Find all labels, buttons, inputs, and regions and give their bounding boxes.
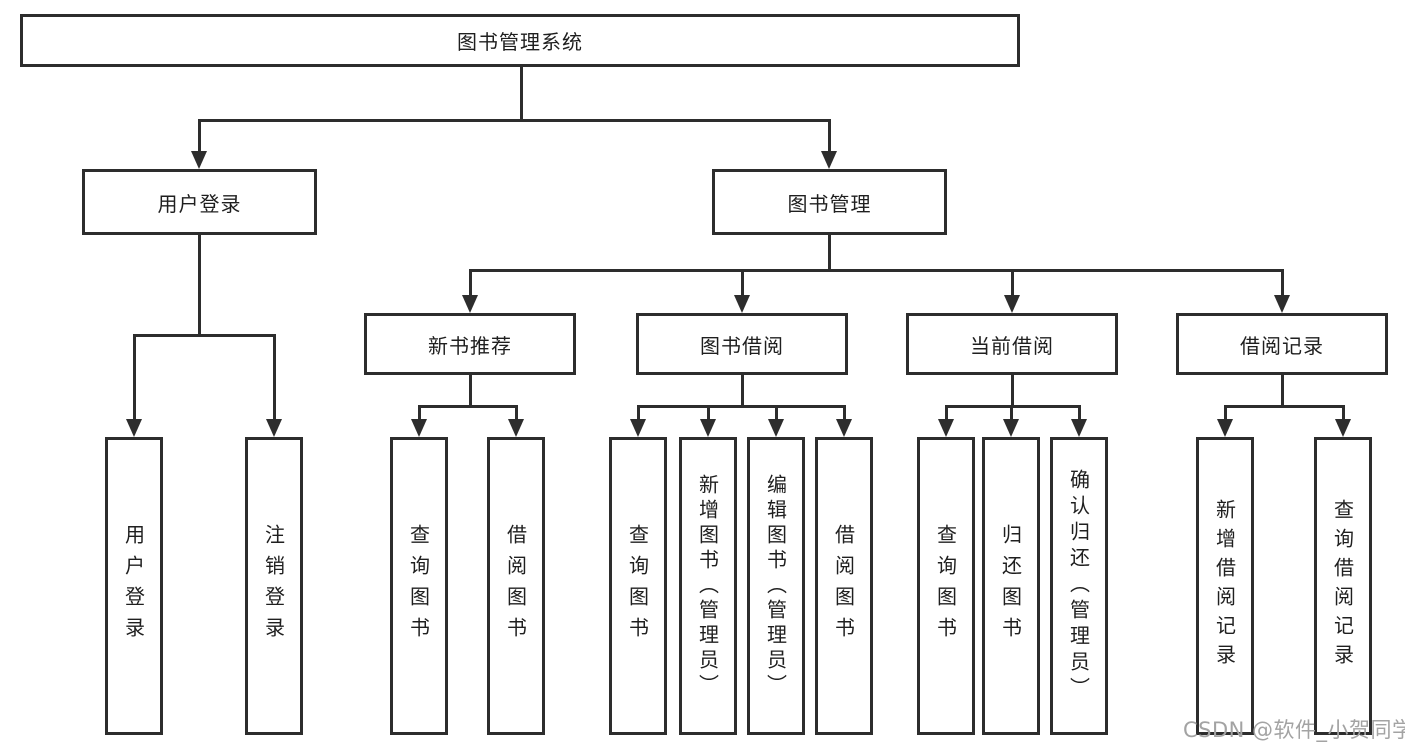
leaf-borrow-query-books-label: 查询图书 xyxy=(625,524,650,648)
leaf-records-add-record: 新增借阅记录 xyxy=(1196,437,1254,735)
leaf-current-confirm-return-admin-label: 确认归还（管理员） xyxy=(1066,469,1091,703)
arrow-to-mgmt xyxy=(821,151,837,169)
arrow-to-recommend xyxy=(462,295,478,313)
node-root: 图书管理系统 xyxy=(20,14,1020,67)
leaf-borrow-edit-books-admin-label: 编辑图书（管理员） xyxy=(763,473,788,699)
arrow-to-current-2 xyxy=(1071,419,1087,437)
node-current: 当前借阅 xyxy=(906,313,1118,375)
connector-drop-records xyxy=(1281,269,1284,297)
arrow-to-recommend-1 xyxy=(508,419,524,437)
leaf-borrow-borrow-books: 借阅图书 xyxy=(815,437,873,735)
leaf-current-confirm-return-admin: 确认归还（管理员） xyxy=(1050,437,1108,735)
connector-drop-login-child-1 xyxy=(273,334,276,421)
node-mgmt-label: 图书管理 xyxy=(787,191,872,216)
arrow-to-current xyxy=(1004,295,1020,313)
arrow-to-recommend-0 xyxy=(411,419,427,437)
node-records: 借阅记录 xyxy=(1176,313,1388,375)
connector-drop-recommend-0 xyxy=(418,405,421,421)
connector-drop-recommend-1 xyxy=(515,405,518,421)
node-borrow-label: 图书借阅 xyxy=(700,333,784,358)
arrow-to-borrow-2 xyxy=(768,419,784,437)
arrow-to-borrow xyxy=(734,295,750,313)
connector-drop-login-child-0 xyxy=(133,334,136,421)
connector-root-stem xyxy=(520,67,523,120)
connector-records-rail xyxy=(1224,405,1345,408)
leaf-borrow-edit-books-admin: 编辑图书（管理员） xyxy=(747,437,805,735)
leaf-records-query-record: 查询借阅记录 xyxy=(1314,437,1372,735)
connector-drop-borrow-2 xyxy=(775,405,778,421)
connector-mgmt-rail xyxy=(469,269,1284,272)
connector-current-stem xyxy=(1011,375,1014,408)
leaf-recommend-borrow-books-label: 借阅图书 xyxy=(503,524,528,648)
leaf-recommend-borrow-books: 借阅图书 xyxy=(487,437,545,735)
connector-drop-current xyxy=(1011,269,1014,297)
connector-recommend-rail xyxy=(418,405,518,408)
connector-borrow-stem xyxy=(741,375,744,408)
leaf-user-login: 用户登录 xyxy=(105,437,163,735)
leaf-recommend-query-books: 查询图书 xyxy=(390,437,448,735)
arrow-to-borrow-0 xyxy=(630,419,646,437)
connector-drop-borrow-0 xyxy=(637,405,640,421)
arrow-to-current-0 xyxy=(938,419,954,437)
arrow-to-records-1 xyxy=(1335,419,1351,437)
connector-recommend-stem xyxy=(469,375,472,408)
connector-drop-login xyxy=(198,119,201,153)
connector-drop-records-0 xyxy=(1224,405,1227,421)
connector-mgmt-stem xyxy=(828,235,831,272)
leaf-logout-label: 注销登录 xyxy=(261,524,286,648)
node-root-label: 图书管理系统 xyxy=(457,30,583,54)
node-borrow: 图书借阅 xyxy=(636,313,848,375)
connector-current-rail xyxy=(945,405,1081,408)
connector-drop-borrow-1 xyxy=(707,405,710,421)
node-recommend-label: 新书推荐 xyxy=(428,333,512,358)
arrow-to-records xyxy=(1274,295,1290,313)
connector-drop-current-2 xyxy=(1078,405,1081,421)
node-login: 用户登录 xyxy=(82,169,317,235)
connector-drop-borrow-3 xyxy=(843,405,846,421)
leaf-logout: 注销登录 xyxy=(245,437,303,735)
connector-login-stem xyxy=(198,235,201,337)
leaf-borrow-add-books-admin: 新增图书（管理员） xyxy=(679,437,737,735)
connector-borrow-rail xyxy=(637,405,846,408)
leaf-user-login-label: 用户登录 xyxy=(121,524,146,648)
leaf-current-query-books-label: 查询图书 xyxy=(933,524,958,648)
leaf-borrow-add-books-admin-label: 新增图书（管理员） xyxy=(695,473,720,699)
connector-drop-mgmt xyxy=(828,119,831,153)
connector-drop-borrow xyxy=(741,269,744,297)
arrow-to-records-0 xyxy=(1217,419,1233,437)
leaf-current-return-books: 归还图书 xyxy=(982,437,1040,735)
arrow-to-login-child-1 xyxy=(266,419,282,437)
arrow-to-login xyxy=(191,151,207,169)
connector-drop-records-1 xyxy=(1342,405,1345,421)
node-recommend: 新书推荐 xyxy=(364,313,576,375)
leaf-records-query-record-label: 查询借阅记录 xyxy=(1330,499,1355,673)
arrow-to-current-1 xyxy=(1003,419,1019,437)
leaf-current-query-books: 查询图书 xyxy=(917,437,975,735)
node-login-label: 用户登录 xyxy=(157,191,242,216)
leaf-current-return-books-label: 归还图书 xyxy=(998,524,1023,648)
leaf-borrow-query-books: 查询图书 xyxy=(609,437,667,735)
connector-records-stem xyxy=(1281,375,1284,408)
arrow-to-login-child-0 xyxy=(126,419,142,437)
node-records-label: 借阅记录 xyxy=(1240,333,1324,358)
node-current-label: 当前借阅 xyxy=(970,333,1054,358)
leaf-records-add-record-label: 新增借阅记录 xyxy=(1212,499,1237,673)
leaf-recommend-query-books-label: 查询图书 xyxy=(406,524,431,648)
csdn-watermark: CSDN @软件_小贺同学 xyxy=(1183,718,1405,742)
arrow-to-borrow-3 xyxy=(836,419,852,437)
connector-login-rail xyxy=(133,334,276,337)
leaf-borrow-borrow-books-label: 借阅图书 xyxy=(831,524,856,648)
connector-drop-current-1 xyxy=(1010,405,1013,421)
connector-drop-current-0 xyxy=(945,405,948,421)
arrow-to-borrow-1 xyxy=(700,419,716,437)
connector-drop-recommend xyxy=(469,269,472,297)
connector-root-rail xyxy=(198,119,831,122)
node-mgmt: 图书管理 xyxy=(712,169,947,235)
